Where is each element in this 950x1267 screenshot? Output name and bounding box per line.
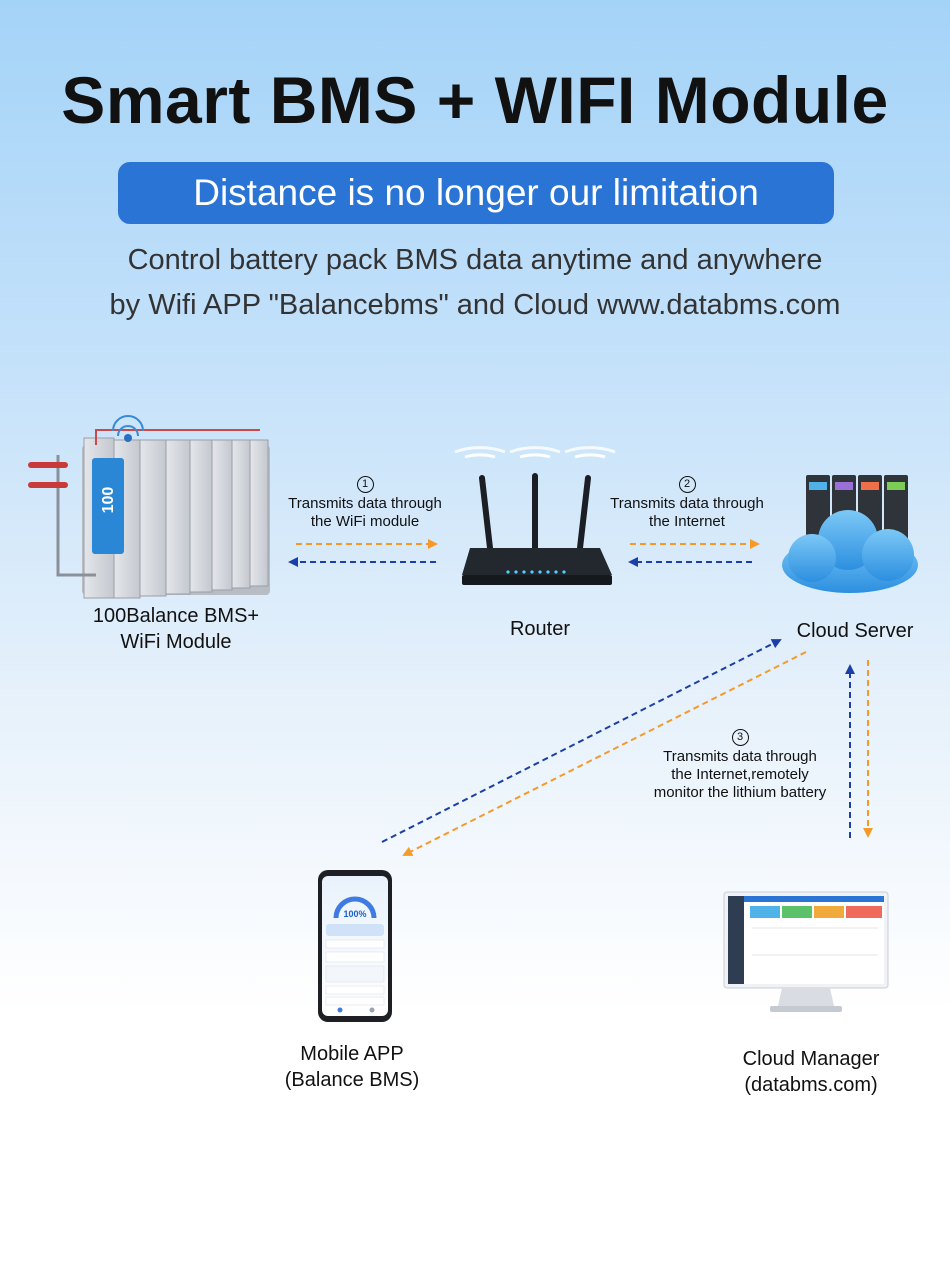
step-3-line-2: the Internet,remotely [671, 766, 809, 783]
arrows [288, 539, 873, 856]
bms-label-line-1: 100Balance BMS+ [92, 605, 260, 627]
step-3-line-3: monitor the lithium battery [653, 784, 827, 801]
cloud-manager-label-line-2: (databms.com) [744, 1074, 878, 1096]
bms-label-line-2: WiFi Module [120, 631, 232, 653]
mobile-app-label-line-1: Mobile APP [300, 1043, 404, 1065]
step-3-annotation: 3 Transmits data through the Internet,re… [630, 727, 850, 802]
subtitle-line-1: Control battery pack BMS data anytime an… [127, 244, 823, 276]
bms-label: 100Balance BMS+ WiFi Module [58, 603, 294, 655]
mobile-phone-icon: 100% [318, 870, 392, 1022]
subtitle: Control battery pack BMS data anytime an… [0, 238, 950, 328]
step-2-annotation: 2 Transmits data through the Internet [584, 474, 790, 531]
cloud-manager-label-line-1: Cloud Manager [742, 1048, 880, 1070]
step-1-number: 1 [356, 476, 374, 493]
page-title: Smart BMS + WIFI Module [61, 63, 889, 137]
step-1-line-1: Transmits data through [288, 495, 442, 512]
mobile-app-label-line-2: (Balance BMS) [284, 1069, 420, 1091]
phone-gauge-value: 100% [343, 909, 366, 919]
step-2-line-2: the Internet [649, 513, 725, 530]
cloud-server-label: Cloud Server [796, 620, 914, 642]
tagline-banner: Distance is no longer our limitation [118, 162, 834, 224]
battery-pack-icon: 100 [28, 415, 270, 599]
step-3-number: 3 [731, 729, 749, 746]
step-1-line-2: the WiFi module [310, 513, 420, 530]
step-1-annotation: 1 Transmits data through the WiFi module [262, 474, 468, 531]
monitor-icon [723, 891, 889, 1012]
cloud-manager-label: Cloud Manager (databms.com) [706, 1046, 916, 1098]
step-3-line-1: Transmits data through [663, 748, 817, 765]
router-icon [454, 446, 616, 585]
router-label: Router [509, 618, 571, 640]
mobile-app-label: Mobile APP (Balance BMS) [252, 1041, 452, 1093]
cloud-server-icon [782, 475, 918, 593]
subtitle-line-2: by Wifi APP "Balancebms" and Cloud www.d… [109, 289, 841, 321]
bms-board-logo: 100 [100, 487, 117, 514]
step-2-number: 2 [678, 476, 696, 493]
step-2-line-1: Transmits data through [610, 495, 764, 512]
